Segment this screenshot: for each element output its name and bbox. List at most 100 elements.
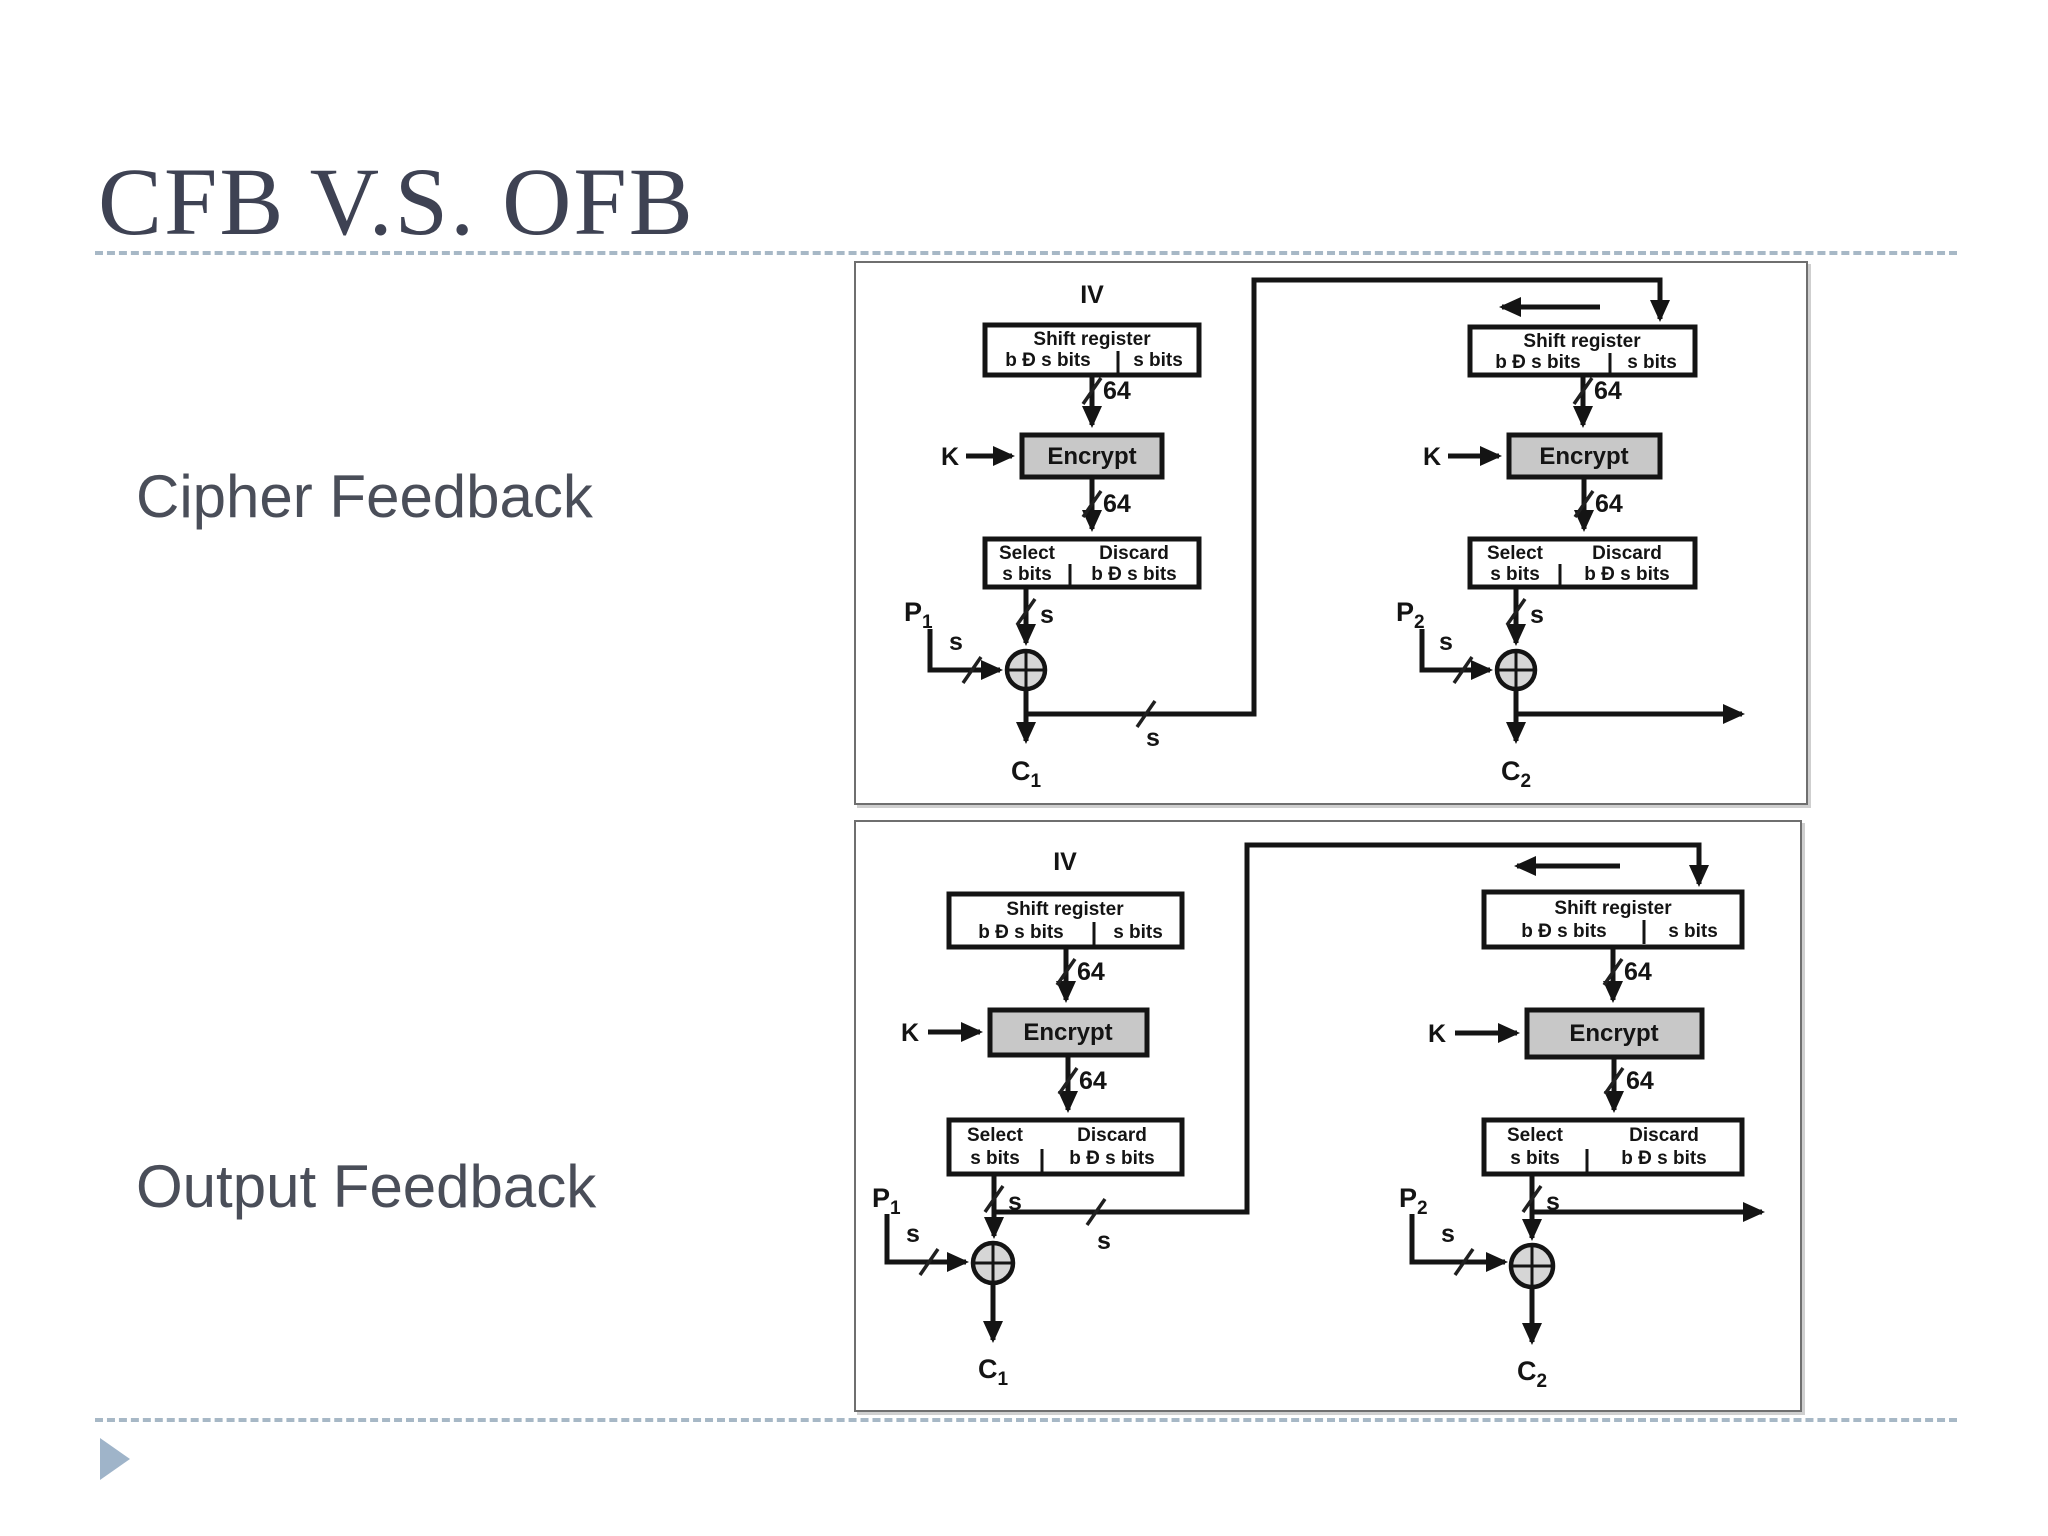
bus-width-label: 64	[1077, 958, 1105, 986]
discard-label: Discard	[1099, 543, 1169, 564]
bus-arrow	[1081, 477, 1103, 532]
c2-label: C2	[1517, 1356, 1547, 1392]
plaintext-arrow	[1409, 1214, 1508, 1276]
s-bits-label: s bits	[1113, 922, 1163, 943]
cfb-mode-figure: IV Shift register b Ð s bits s bits 64 K…	[854, 261, 1808, 805]
p1-label: P1	[904, 597, 933, 633]
c1-label: C1	[978, 1354, 1009, 1390]
feedback-path	[994, 842, 1709, 1226]
xor-node	[1508, 1242, 1556, 1290]
s-bus-arrow	[1521, 1174, 1543, 1241]
bullet-triangle-icon	[100, 1438, 130, 1480]
bottom-dashed-divider	[95, 1418, 1957, 1422]
bus-width-label: 64	[1624, 958, 1652, 986]
s-label: s	[1040, 601, 1054, 629]
select-discard-box	[1481, 1117, 1745, 1177]
p2-label: P2	[1399, 1183, 1428, 1219]
output-feedback-label: Output Feedback	[136, 1153, 597, 1220]
b-minus-s-bits-label: b Ð s bits	[1069, 1148, 1155, 1169]
b-minus-s-bits-label: b Ð s bits	[1005, 350, 1091, 371]
bus-arrow	[1057, 1055, 1079, 1113]
plaintext-arrow	[1419, 629, 1493, 684]
bus-width-label: 64	[1103, 490, 1131, 518]
encrypt-box	[1506, 432, 1663, 480]
feedback-path	[1026, 277, 1670, 728]
s-label: s	[906, 1220, 920, 1248]
s-bits-label: s bits	[1510, 1148, 1560, 1169]
shift-register-label: Shift register	[1033, 329, 1151, 350]
s-bits-label: s bits	[1490, 564, 1540, 585]
plaintext-arrow	[884, 1214, 969, 1276]
shift-register-box	[946, 891, 1185, 950]
cfb-unit-2: Shift register b Ð s bits s bits 64 K En…	[1396, 297, 1745, 792]
plaintext-arrow	[927, 629, 1003, 684]
s-bits-label: s bits	[1627, 352, 1677, 373]
s-label: s	[1530, 601, 1544, 629]
b-minus-s-bits-label: b Ð s bits	[1521, 921, 1607, 942]
b-minus-s-bits-label: b Ð s bits	[978, 922, 1064, 943]
p2-label: P2	[1396, 597, 1425, 633]
s-label: s	[1441, 1220, 1455, 1248]
encrypt-label: Encrypt	[1539, 443, 1628, 470]
s-label: s	[1097, 1227, 1111, 1255]
s-bits-label: s bits	[1668, 921, 1718, 942]
s-bus-arrow	[1015, 587, 1037, 646]
page-title: CFB V.S. OFB	[98, 148, 695, 255]
iv-label: IV	[1053, 848, 1077, 876]
s-label: s	[949, 628, 963, 656]
s-label: s	[1008, 1188, 1022, 1216]
shift-register-box	[982, 322, 1202, 378]
s-bits-label: s bits	[1133, 350, 1183, 371]
s-bits-label: s bits	[970, 1148, 1020, 1169]
iv-label: IV	[1080, 281, 1104, 309]
encrypt-box	[1524, 1007, 1705, 1060]
bus-arrow	[1055, 947, 1077, 1003]
ofb-unit-1: IV Shift register b Ð s bits s bits 64 K…	[872, 842, 1709, 1390]
bus-width-label: 64	[1079, 1067, 1107, 1095]
select-discard-box	[1467, 536, 1698, 590]
encrypt-label: Encrypt	[1047, 443, 1136, 470]
select-discard-box	[946, 1117, 1185, 1177]
s-label: s	[1439, 628, 1453, 656]
ofb-unit-2: Shift register b Ð s bits s bits 64 K En…	[1399, 856, 1765, 1392]
c2-label: C2	[1501, 756, 1531, 792]
bus-arrow	[1602, 947, 1624, 1003]
bus-arrow	[1573, 477, 1595, 532]
cipher-feedback-label: Cipher Feedback	[136, 463, 593, 530]
encrypt-label: Encrypt	[1569, 1020, 1658, 1047]
xor-node	[1004, 648, 1048, 692]
shift-register-label: Shift register	[1554, 898, 1672, 919]
discard-label: Discard	[1592, 543, 1662, 564]
key-label: K	[901, 1019, 919, 1047]
shift-register-label: Shift register	[1006, 899, 1124, 920]
b-minus-s-bits-label: b Ð s bits	[1091, 564, 1177, 585]
s-bus-arrow	[1505, 587, 1527, 646]
shift-register-box	[1481, 889, 1745, 950]
discard-label: Discard	[1629, 1125, 1699, 1146]
encrypt-box	[1019, 432, 1165, 480]
select-label: Select	[1507, 1125, 1564, 1146]
key-label: K	[941, 443, 959, 471]
key-label: K	[1428, 1020, 1446, 1048]
xor-node	[970, 1240, 1016, 1286]
bus-width-label: 64	[1595, 490, 1623, 518]
xor-node	[1494, 648, 1538, 692]
s-label: s	[1146, 724, 1160, 752]
select-label: Select	[967, 1125, 1024, 1146]
ofb-diagram: IV Shift register b Ð s bits s bits 64 K…	[872, 842, 1765, 1392]
cfb-unit-1: IV Shift register b Ð s bits s bits 64 K…	[904, 277, 1670, 792]
cfb-diagram: IV Shift register b Ð s bits s bits 64 K…	[904, 277, 1745, 792]
shift-register-label: Shift register	[1523, 331, 1641, 352]
bus-width-label: 64	[1103, 377, 1131, 405]
bus-arrow	[1081, 375, 1103, 428]
p1-label: P1	[872, 1183, 901, 1219]
s-bus-arrow	[983, 1174, 1005, 1239]
encrypt-label: Encrypt	[1023, 1019, 1112, 1046]
b-minus-s-bits-label: b Ð s bits	[1621, 1148, 1707, 1169]
s-bits-label: s bits	[1002, 564, 1052, 585]
b-minus-s-bits-label: b Ð s bits	[1495, 352, 1581, 373]
encrypt-box	[987, 1007, 1150, 1058]
bus-width-label: 64	[1626, 1067, 1654, 1095]
top-dashed-divider	[95, 251, 1957, 255]
